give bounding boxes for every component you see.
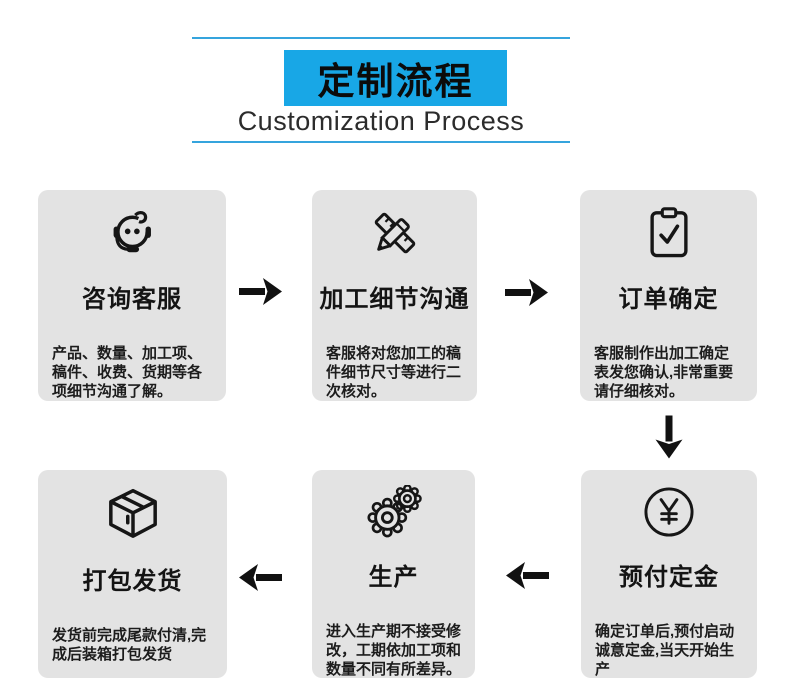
step-title: 咨询客服 <box>82 286 182 313</box>
page-subtitle: Customization Process <box>237 106 525 136</box>
step-title: 加工细节沟通 <box>319 286 470 313</box>
step-description: 客服将对您加工的稿件细节尺寸等进行二次核对。 <box>326 345 462 400</box>
step-title: 订单确定 <box>618 286 719 313</box>
clipboard-check-icon <box>644 205 694 261</box>
arrow-left-icon <box>505 560 549 591</box>
step-description: 确定订单后,预付启动诚意定金,当天开始生产 <box>595 623 735 678</box>
step-description: 进入生产期不接受修改，工期依加工项和数量不同有所差异。 <box>326 623 462 678</box>
title-banner: 定制流程 <box>284 50 507 106</box>
step-card-order-confirm: 订单确定 客服制作出加工确定表发您确认,非常重要请仔细核对。 <box>580 190 757 401</box>
step-card-consult: 咨询客服 产品、数量、加工项、稿件、收费、货期等各项细节沟通了解。 <box>38 190 226 401</box>
arrow-left-icon <box>238 562 282 593</box>
step-title: 生产 <box>368 564 419 591</box>
headset-icon <box>106 205 158 261</box>
step-title: 打包发货 <box>82 568 183 595</box>
ruler-pencil-icon <box>368 205 422 261</box>
step-card-production: 生产 进入生产期不接受修改，工期依加工项和数量不同有所差异。 <box>312 470 475 678</box>
step-title: 预付定金 <box>619 564 719 591</box>
step-card-shipping: 打包发货 发货前完成尾款付清,完成后装箱打包发货 <box>38 470 227 678</box>
arrow-down-icon <box>647 415 691 459</box>
yen-coin-icon <box>642 485 696 539</box>
page-title: 定制流程 <box>317 61 474 102</box>
header-top-rule <box>192 37 570 39</box>
step-description: 产品、数量、加工项、稿件、收费、货期等各项细节沟通了解。 <box>52 345 203 400</box>
package-box-icon <box>105 485 161 543</box>
step-card-details: 加工细节沟通 客服将对您加工的稿件细节尺寸等进行二次核对。 <box>312 190 477 401</box>
arrow-right-icon <box>239 276 283 307</box>
gears-icon <box>365 485 423 539</box>
step-description: 发货前完成尾款付清,完成后装箱打包发货 <box>52 627 207 663</box>
step-description: 客服制作出加工确定表发您确认,非常重要请仔细核对。 <box>594 345 734 400</box>
step-card-deposit: 预付定金 确定订单后,预付启动诚意定金,当天开始生产 <box>581 470 757 678</box>
header-bottom-rule <box>192 141 570 143</box>
arrow-right-icon <box>505 277 549 308</box>
